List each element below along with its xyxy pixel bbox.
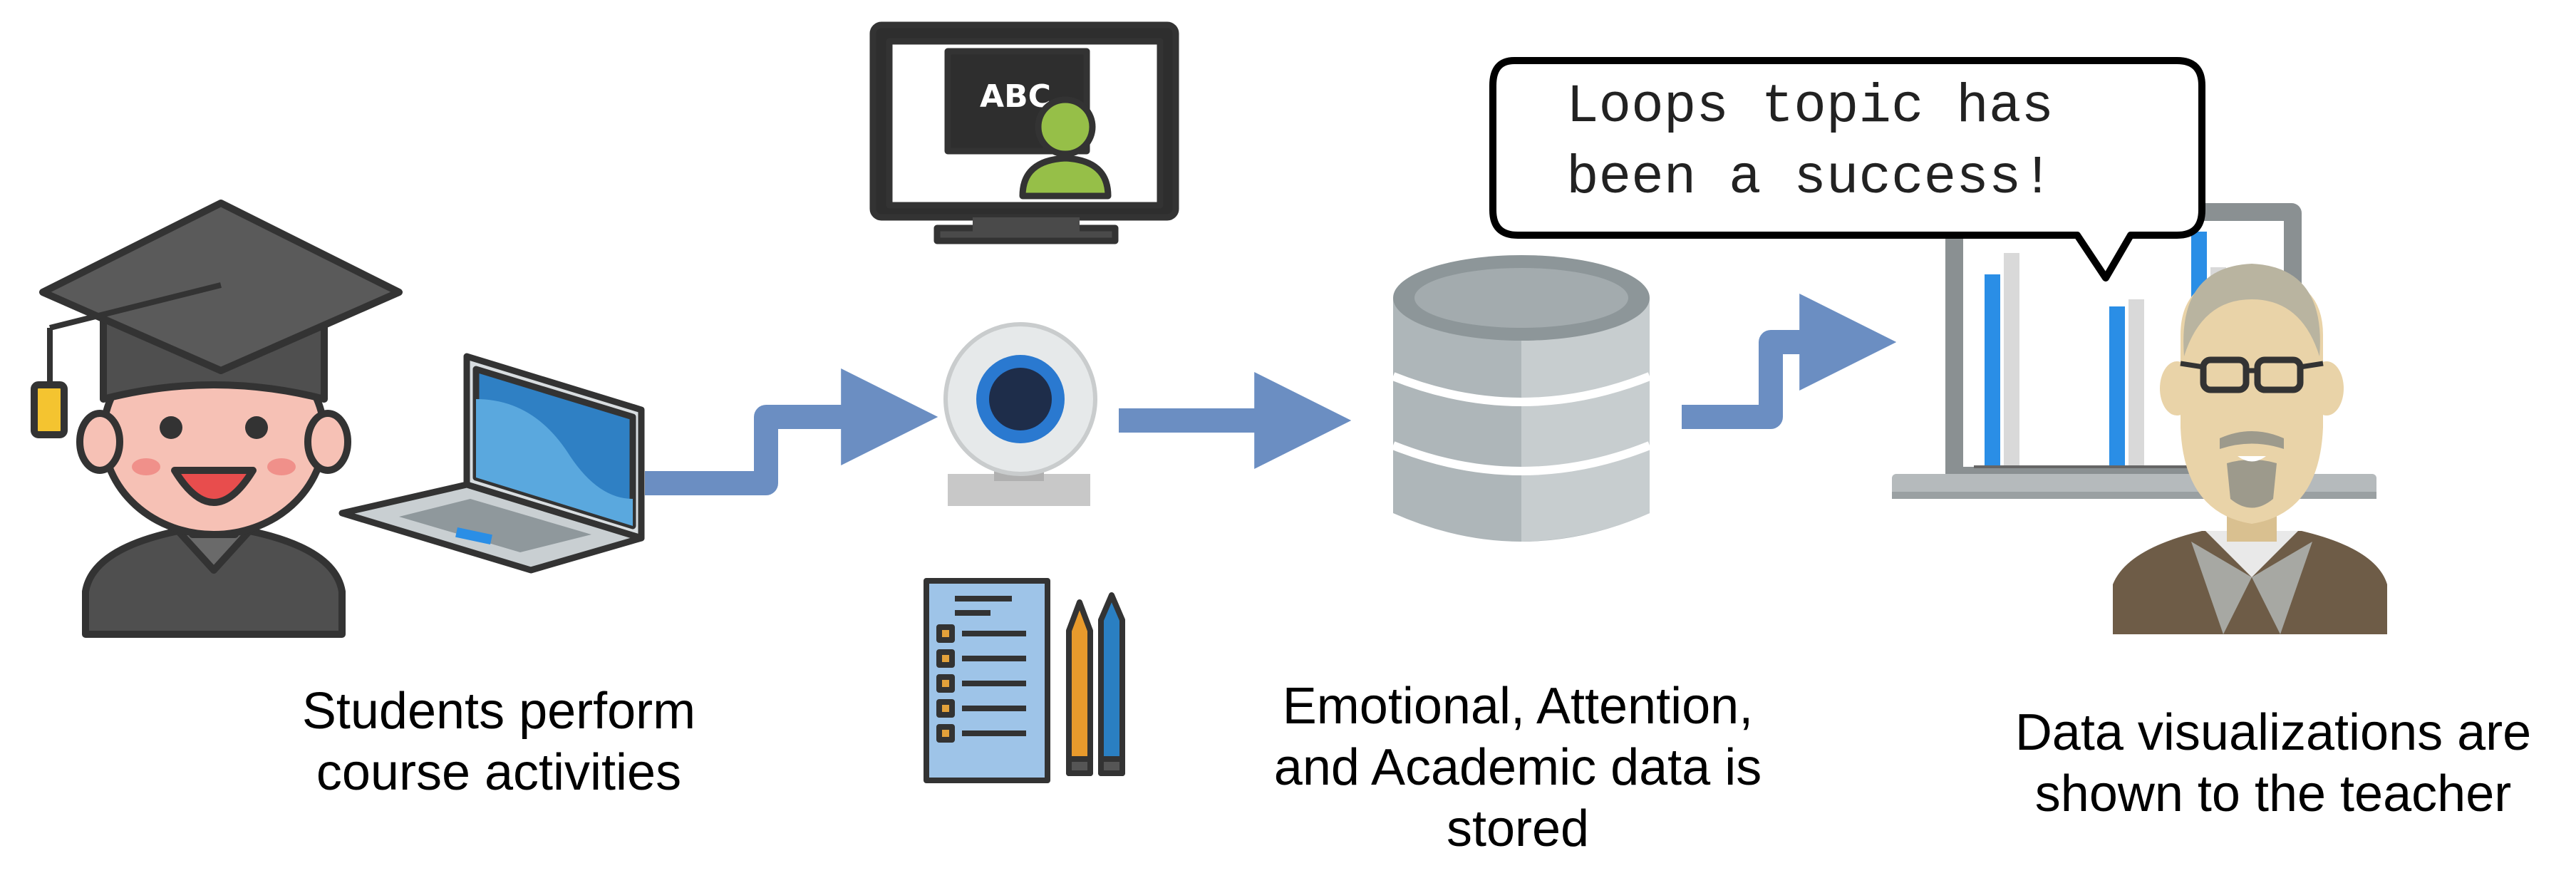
students-caption: Students perform course activities (214, 681, 784, 803)
flow-arrow-1 (645, 368, 938, 495)
graduate-student-icon (31, 200, 403, 638)
laptop-icon (338, 353, 645, 574)
checklist-pencils-icon (924, 578, 1125, 783)
chart-bar (1985, 274, 2000, 467)
caption-line: and Academic data is (1273, 739, 1762, 796)
monitor-board-text: ABC (980, 78, 1051, 115)
speech-line: Loops topic has (1566, 76, 2054, 138)
chart-bar (2004, 253, 2019, 467)
caption-line: Students perform (301, 683, 696, 740)
caption-line: shown to the teacher (2034, 765, 2512, 822)
teacher-caption: Data visualizations are shown to the tea… (1967, 702, 2576, 825)
caption-line: Data visualizations are (2014, 704, 2532, 761)
caption-line: Emotional, Attention, (1282, 678, 1754, 735)
speech-bubble-text: Loops topic has been a success! (1504, 71, 2116, 214)
caption-line: stored (1446, 800, 1590, 857)
webcam-icon (943, 322, 1097, 506)
speech-line: been a success! (1566, 148, 2054, 209)
database-icon (1391, 255, 1652, 542)
teacher-icon (2113, 264, 2387, 634)
chart-bar (2128, 299, 2144, 467)
monitor-lesson-icon: ABC (869, 21, 1179, 244)
storage-caption: Emotional, Attention, and Academic data … (1211, 676, 1824, 859)
caption-line: course activities (316, 744, 682, 801)
flow-arrow-3 (1682, 294, 1897, 429)
chart-bar (2109, 306, 2125, 467)
speech-bubble (1489, 57, 2205, 282)
